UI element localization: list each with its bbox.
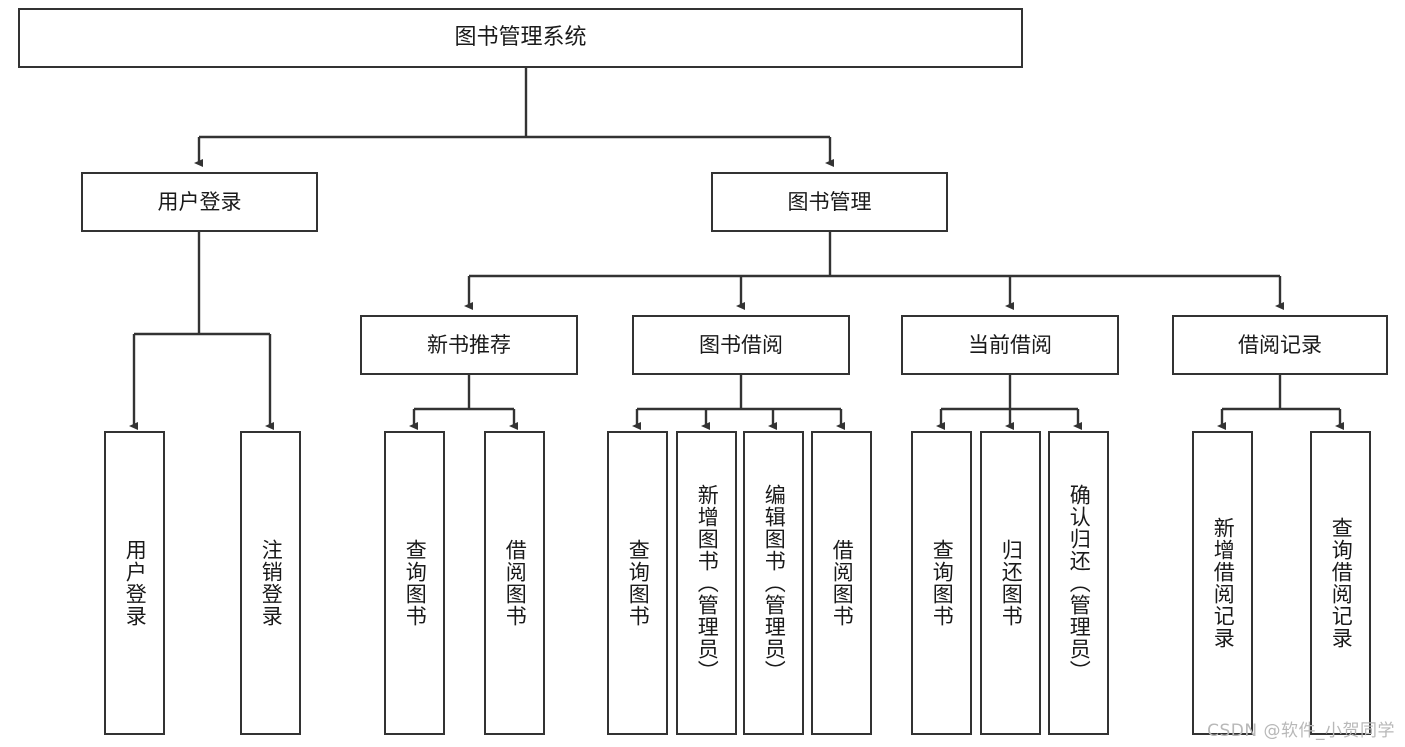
node-label: 编辑图书（管理员） — [762, 484, 787, 682]
leaf-user-logout[interactable]: 注销登录 — [240, 431, 301, 735]
node-label: 新增图书（管理员） — [695, 484, 720, 682]
leaf-query-book-recommend[interactable]: 查询图书 — [384, 431, 445, 735]
leaf-confirm-return[interactable]: 确认归还（管理员） — [1048, 431, 1109, 735]
node-label: 用户登录 — [123, 539, 148, 627]
leaf-query-book-current[interactable]: 查询图书 — [911, 431, 972, 735]
node-book-borrow[interactable]: 图书借阅 — [632, 315, 850, 375]
node-label: 借阅记录 — [1238, 332, 1322, 357]
leaf-user-login[interactable]: 用户登录 — [104, 431, 165, 735]
node-current-borrow[interactable]: 当前借阅 — [901, 315, 1119, 375]
node-label: 当前借阅 — [968, 332, 1052, 357]
node-label: 图书管理 — [787, 189, 872, 214]
leaf-borrow-book[interactable]: 借阅图书 — [811, 431, 872, 735]
node-label: 新增借阅记录 — [1211, 517, 1236, 649]
leaf-edit-book[interactable]: 编辑图书（管理员） — [743, 431, 804, 735]
leaf-query-book-borrow[interactable]: 查询图书 — [607, 431, 668, 735]
node-label: 借阅图书 — [503, 539, 528, 627]
node-label: 查询图书 — [403, 539, 428, 627]
leaf-add-book[interactable]: 新增图书（管理员） — [676, 431, 737, 735]
node-book-manage[interactable]: 图书管理 — [711, 172, 948, 232]
node-label: 注销登录 — [259, 539, 284, 627]
node-label: 图书管理系统 — [454, 25, 587, 51]
leaf-query-borrow-record[interactable]: 查询借阅记录 — [1310, 431, 1371, 735]
node-label: 图书借阅 — [699, 332, 783, 357]
node-label: 查询借阅记录 — [1329, 517, 1354, 649]
node-user-login[interactable]: 用户登录 — [81, 172, 318, 232]
node-label: 查询图书 — [930, 539, 955, 627]
csdn-watermark: CSDN @软件_小贺同学 — [1207, 721, 1395, 741]
node-label: 借阅图书 — [830, 539, 855, 627]
node-label: 用户登录 — [157, 189, 242, 214]
node-label: 确认归还（管理员） — [1067, 484, 1092, 682]
leaf-add-borrow-record[interactable]: 新增借阅记录 — [1192, 431, 1253, 735]
node-root-system[interactable]: 图书管理系统 — [18, 8, 1023, 68]
node-new-book-recommend[interactable]: 新书推荐 — [360, 315, 578, 375]
node-borrow-record[interactable]: 借阅记录 — [1172, 315, 1388, 375]
node-label: 归还图书 — [999, 539, 1024, 627]
leaf-return-book[interactable]: 归还图书 — [980, 431, 1041, 735]
node-label: 查询图书 — [626, 539, 651, 627]
leaf-borrow-book-recommend[interactable]: 借阅图书 — [484, 431, 545, 735]
node-label: 新书推荐 — [427, 332, 511, 357]
